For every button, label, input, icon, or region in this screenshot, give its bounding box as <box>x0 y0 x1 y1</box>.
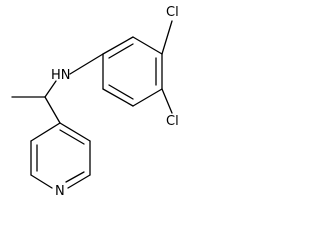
pyridine-bond-c4-c3 <box>59 122 91 142</box>
bonds <box>11 20 173 189</box>
pyridine-bond-n-c6 <box>30 174 53 189</box>
bond-ch-pyridine <box>44 96 61 124</box>
pyridine-double-bond-1 <box>59 129 85 145</box>
atom-cl-bottom: Cl <box>166 114 179 129</box>
ring-bond-c2-c3 <box>132 36 163 55</box>
pyridine-double-bond-2 <box>65 171 85 183</box>
bond-to-cl-bottom <box>161 88 173 114</box>
atom-labels: Cl Cl HN N <box>51 5 179 199</box>
ring-bond-c1-c2 <box>102 36 134 55</box>
ring-bond-c4-c5 <box>132 88 163 107</box>
ring-bond-c5-c6 <box>102 88 134 107</box>
ring-double-bond-1 <box>108 43 134 59</box>
atom-cl-top: Cl <box>166 5 179 20</box>
atom-nh: HN <box>51 68 71 83</box>
bond-nh-ring <box>69 53 104 75</box>
atom-pyridine-n: N <box>55 184 65 199</box>
pyridine-bond-c5-c4 <box>30 122 61 142</box>
molecule-svg: Cl Cl HN N <box>11 5 179 199</box>
bond-nh-ch <box>44 80 57 98</box>
structure-diagram: Cl Cl HN N <box>11 5 179 199</box>
bond-to-cl-top <box>161 20 173 55</box>
pyridine-bond-c2-n <box>67 174 91 189</box>
ring-double-bond-3 <box>108 84 134 100</box>
